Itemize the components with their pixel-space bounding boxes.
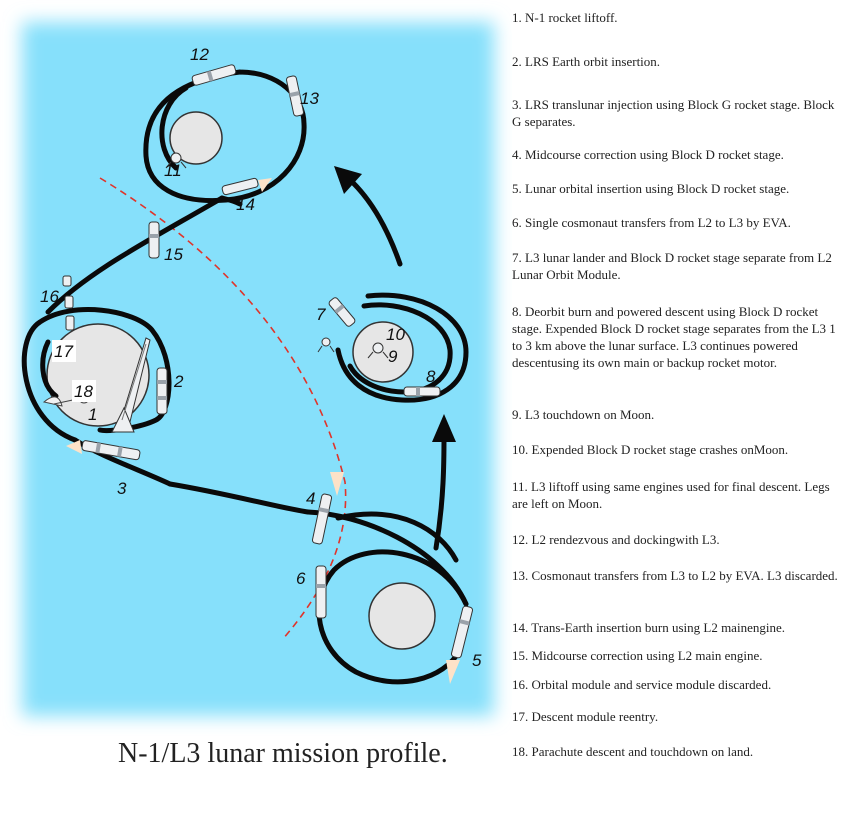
- lunar-insertion-craft: [446, 605, 474, 684]
- legend-item: 2. LRS Earth orbit insertion.: [512, 54, 661, 69]
- lunar-approach-inner: [335, 511, 459, 563]
- transfer-arrow-to-departure: [345, 175, 403, 267]
- label-14: 14: [236, 195, 255, 214]
- label-6: 6: [296, 569, 306, 588]
- separated-l3-block-d: [328, 297, 356, 327]
- legend-item: 13. Cosmonaut transfers from L3 to L2 by…: [512, 568, 838, 583]
- moon-arrival: [368, 582, 436, 650]
- legend-item: 16. Orbital module and service module di…: [512, 677, 772, 692]
- lunar-orbit: [335, 292, 469, 403]
- legend-item: 10. Expended Block D rocket stage crashe…: [512, 442, 789, 457]
- label-3: 3: [117, 479, 127, 498]
- n1-rocket: [111, 337, 151, 433]
- label-11: 11: [164, 161, 182, 180]
- legend-item: 17. Descent module reentry.: [512, 709, 659, 724]
- label-18-box: [72, 380, 96, 402]
- descent-path: [347, 363, 407, 395]
- legend-item: 5. Lunar orbital insertion using Block D…: [512, 181, 790, 196]
- moon-departure: [169, 111, 223, 165]
- label-7: 7: [316, 305, 326, 324]
- eva-transfer-craft: [315, 565, 327, 619]
- midcourse-block-d-craft: [311, 472, 344, 545]
- l3-lander-on-moon: [367, 342, 389, 359]
- legend-item: 12. L2 rendezvous and dockingwith L3.: [512, 532, 720, 547]
- label-12: 12: [190, 45, 209, 64]
- legend-item: 9. L3 touchdown on Moon.: [512, 407, 655, 422]
- figure-caption: N-1/L3 lunar mission profile.: [118, 738, 448, 769]
- legend-item: 6. Single cosmonaut transfers from L2 to…: [512, 215, 791, 230]
- label-15: 15: [164, 245, 183, 264]
- trans-earth-return-trajectory: [45, 195, 225, 315]
- lander-below-orbit: [317, 337, 335, 353]
- earth: [46, 323, 150, 427]
- label-16: 16: [40, 287, 59, 306]
- label-1: 1: [88, 405, 97, 424]
- legend-item: 7. L3 lunar lander and Block D rocket st…: [512, 250, 832, 282]
- legend-item: 14. Trans-Earth insertion burn using L2 …: [512, 620, 785, 635]
- translunar-trajectory: [167, 481, 311, 515]
- descent-craft: [403, 386, 441, 397]
- ascent-path: [159, 85, 189, 171]
- legend-item: 15. Midcourse correction using L2 main e…: [512, 648, 763, 663]
- l2-after-transfer: [286, 75, 304, 117]
- label-17: 17: [54, 342, 73, 361]
- transfer-arrowhead-to-departure: [334, 166, 362, 194]
- ascending-l3: [165, 152, 187, 169]
- transfer-arrowhead-to-landing: [432, 414, 456, 442]
- legend-item: 8. Deorbit burn and powered descent usin…: [512, 304, 836, 370]
- reentry-path: [40, 339, 59, 399]
- label-17-box: [52, 340, 76, 362]
- lrs-translunar-stack: [66, 440, 141, 461]
- legend-item: 4. Midcourse correction using Block D ro…: [512, 147, 784, 162]
- label-13: 13: [300, 89, 319, 108]
- label-18: 18: [74, 382, 93, 401]
- legend-item: 3. LRS translunar injection using Block …: [512, 97, 835, 129]
- label-9: 9: [388, 347, 398, 366]
- trans-earth-burn-craft: [221, 177, 272, 196]
- docking-craft: [191, 64, 237, 86]
- transfer-arrow-to-landing: [433, 433, 447, 551]
- earth-parking-orbit: [21, 307, 172, 443]
- label-2: 2: [173, 372, 184, 391]
- legend-item: 1. N-1 rocket liftoff.: [512, 10, 618, 25]
- label-10: 10: [386, 325, 405, 344]
- mission-diagram: 1 2 3 4 5 6 7 8 9 10 11 12 13 14 15 16 1…: [21, 22, 494, 716]
- l2-return-craft: [148, 221, 160, 259]
- label-8: 8: [426, 367, 436, 386]
- trans-earth-injection-arc: [219, 195, 243, 207]
- label-5: 5: [472, 651, 482, 670]
- legend-item: 11. L3 liftoff using same engines used f…: [512, 479, 830, 511]
- lrs-earth-orbit-stack: [156, 367, 168, 415]
- discarded-modules: [62, 275, 75, 331]
- label-4: 4: [306, 489, 315, 508]
- legend-item: 18. Parachute descent and touchdown on l…: [512, 744, 754, 759]
